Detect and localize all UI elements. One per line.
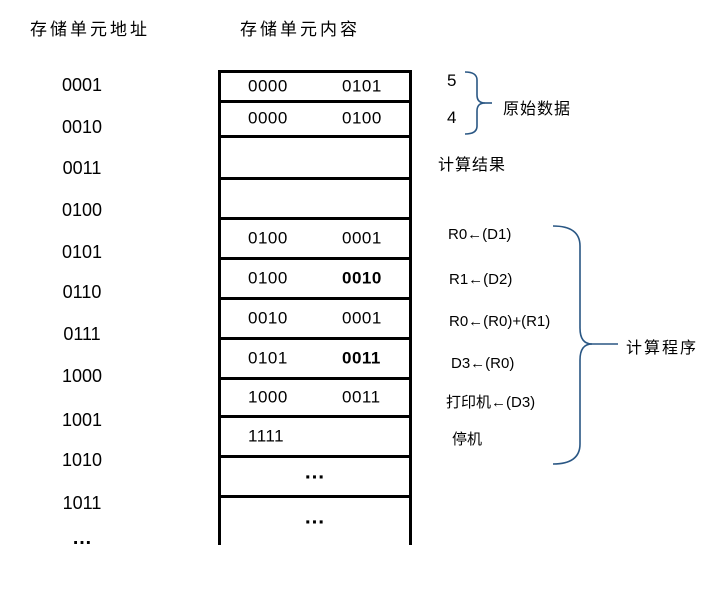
address-label: 0111 xyxy=(63,324,101,344)
address-ellipsis: … xyxy=(72,527,92,549)
program-step: D3←(R0) xyxy=(451,355,515,372)
memory-row: 0100 0010 xyxy=(221,260,409,300)
opcode-field: 0101 xyxy=(248,348,288,368)
address-label: 1000 xyxy=(61,366,103,386)
address-label: 1001 xyxy=(61,410,103,430)
memory-row: 1000 0011 xyxy=(221,380,409,418)
operand-field: 0001 xyxy=(342,308,382,328)
memory-row: 0100 0001 xyxy=(221,220,409,260)
address-label: 0100 xyxy=(61,200,103,220)
program-step: 打印机←(D3) xyxy=(446,394,536,411)
operand-field: 0011 xyxy=(342,387,381,407)
curly-brace-large-icon xyxy=(552,225,618,465)
operand-field: 0011 xyxy=(342,348,381,368)
opcode-field: 0000 xyxy=(248,76,288,96)
opcode-field: 1000 xyxy=(248,387,288,407)
address-label: 0011 xyxy=(62,158,102,178)
program-step: R0←(D1) xyxy=(448,226,512,243)
memory-row: 0010 0001 xyxy=(221,300,409,340)
computation-result-label: 计算结果 xyxy=(438,157,507,174)
address-label: 0001 xyxy=(61,75,103,95)
address-column-header: 存储单元地址 xyxy=(30,20,150,39)
opcode-field: 0000 xyxy=(248,108,288,128)
curly-brace-small-icon xyxy=(464,71,492,135)
address-label: 1010 xyxy=(61,450,103,470)
opcode-field: 0100 xyxy=(248,228,288,248)
computation-program-label: 计算程序 xyxy=(626,340,699,357)
memory-row-empty xyxy=(221,138,409,180)
operand-field: 0001 xyxy=(342,228,382,248)
program-step: 停机 xyxy=(452,431,483,448)
memory-table: 0000 0101 0000 0100 0100 0001 0100 0010 … xyxy=(218,70,412,545)
program-step: R0←(R0)+(R1) xyxy=(449,313,551,330)
ellipsis: … xyxy=(304,505,326,529)
original-data-label: 原始数据 xyxy=(503,101,572,118)
program-step: R1←(D2) xyxy=(449,271,513,288)
address-label: 0110 xyxy=(62,282,102,302)
memory-row-ellipsis: … xyxy=(221,498,409,545)
address-label: 1011 xyxy=(62,493,102,513)
data-value-5: 5 xyxy=(447,71,457,90)
memory-row: 0101 0011 xyxy=(221,340,409,380)
address-label: 0101 xyxy=(61,242,103,262)
memory-row: 1111 xyxy=(221,418,409,458)
memory-row: 0000 0101 xyxy=(221,73,409,103)
opcode-field: 0100 xyxy=(248,268,288,288)
address-label: 0010 xyxy=(61,117,103,137)
memory-row-ellipsis: … xyxy=(221,458,409,498)
opcode-field: 1111 xyxy=(248,426,285,446)
memory-row-empty xyxy=(221,180,409,220)
opcode-field: 0010 xyxy=(248,308,288,328)
operand-field: 0010 xyxy=(342,268,382,288)
operand-field: 0100 xyxy=(342,108,382,128)
content-column-header: 存储单元内容 xyxy=(240,20,360,39)
memory-row: 0000 0100 xyxy=(221,103,409,138)
operand-field: 0101 xyxy=(342,76,382,96)
ellipsis: … xyxy=(304,460,326,484)
data-value-4: 4 xyxy=(447,108,457,127)
